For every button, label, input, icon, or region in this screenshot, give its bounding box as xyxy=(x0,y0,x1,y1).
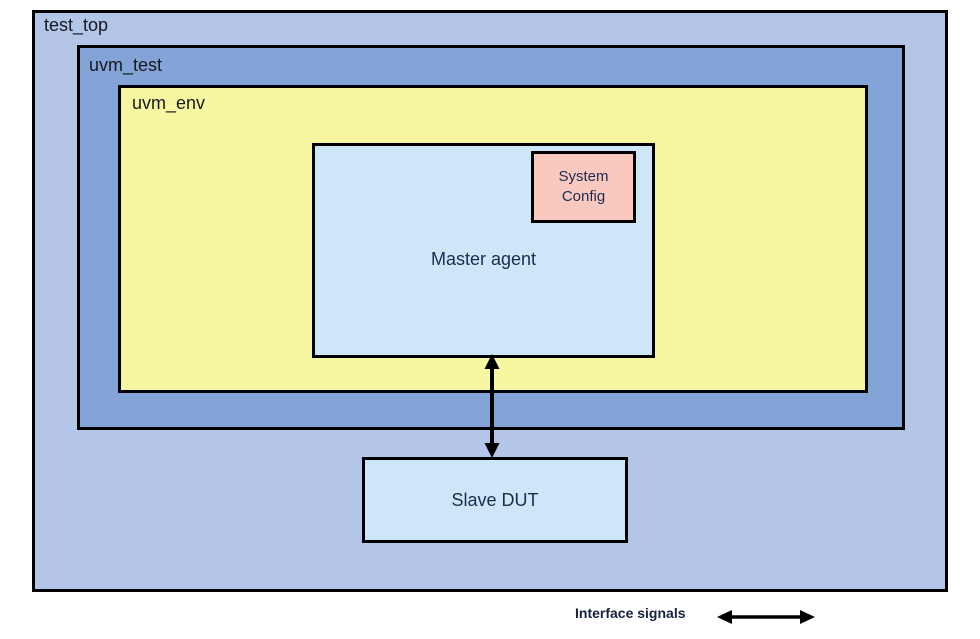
master-agent-box: Master agent System Config xyxy=(312,143,655,358)
interface-signals-double-arrow-icon xyxy=(717,610,815,624)
uvm-env-container: uvm_env Master agent System Config xyxy=(118,85,868,393)
slave-dut-label: Slave DUT xyxy=(451,489,539,510)
test-top-container: test_top uvm_test uvm_env Master agent S… xyxy=(32,10,948,592)
uvm-test-label: uvm_test xyxy=(89,55,163,75)
master-agent-label: Master agent xyxy=(430,249,537,269)
test-top-label: test_top xyxy=(44,15,109,35)
system-config-label: System Config xyxy=(558,167,609,205)
system-config-box: System Config xyxy=(531,151,636,223)
uvm-test-container: uvm_test uvm_env Master agent System Con… xyxy=(77,45,905,430)
interface-signals-label: Interface signals xyxy=(575,605,686,621)
slave-dut-box: Slave DUT xyxy=(362,457,628,543)
uvm-env-label: uvm_env xyxy=(132,93,206,113)
master-to-dut-double-arrow-icon xyxy=(484,354,500,458)
